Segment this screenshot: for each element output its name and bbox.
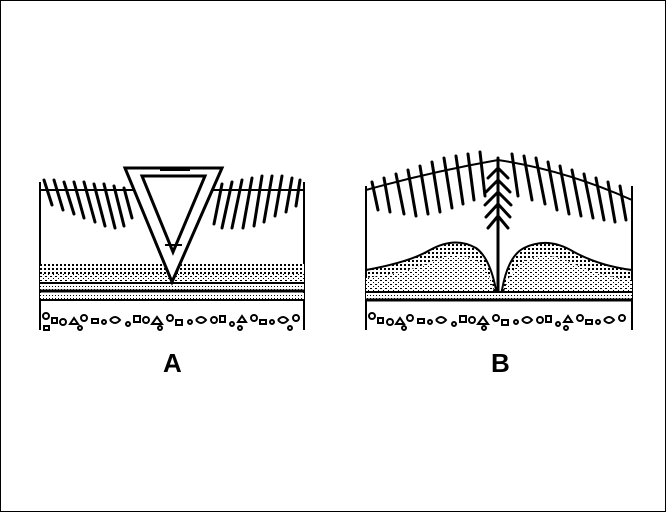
- panel-a-gravel: [43, 313, 299, 330]
- panel-b-dome-right: [502, 243, 632, 292]
- panel-a-label: A: [163, 348, 182, 379]
- panel-b-vegetation-right: [512, 154, 626, 222]
- panel-b-gravel: [369, 313, 625, 330]
- panel-a-vegetation-left: [44, 180, 132, 228]
- panel-b-dome-left: [366, 242, 496, 292]
- panel-a: [40, 168, 304, 330]
- panel-b: [366, 152, 632, 330]
- panel-a-vegetation-right: [214, 176, 300, 228]
- panel-b-label: B: [491, 348, 510, 379]
